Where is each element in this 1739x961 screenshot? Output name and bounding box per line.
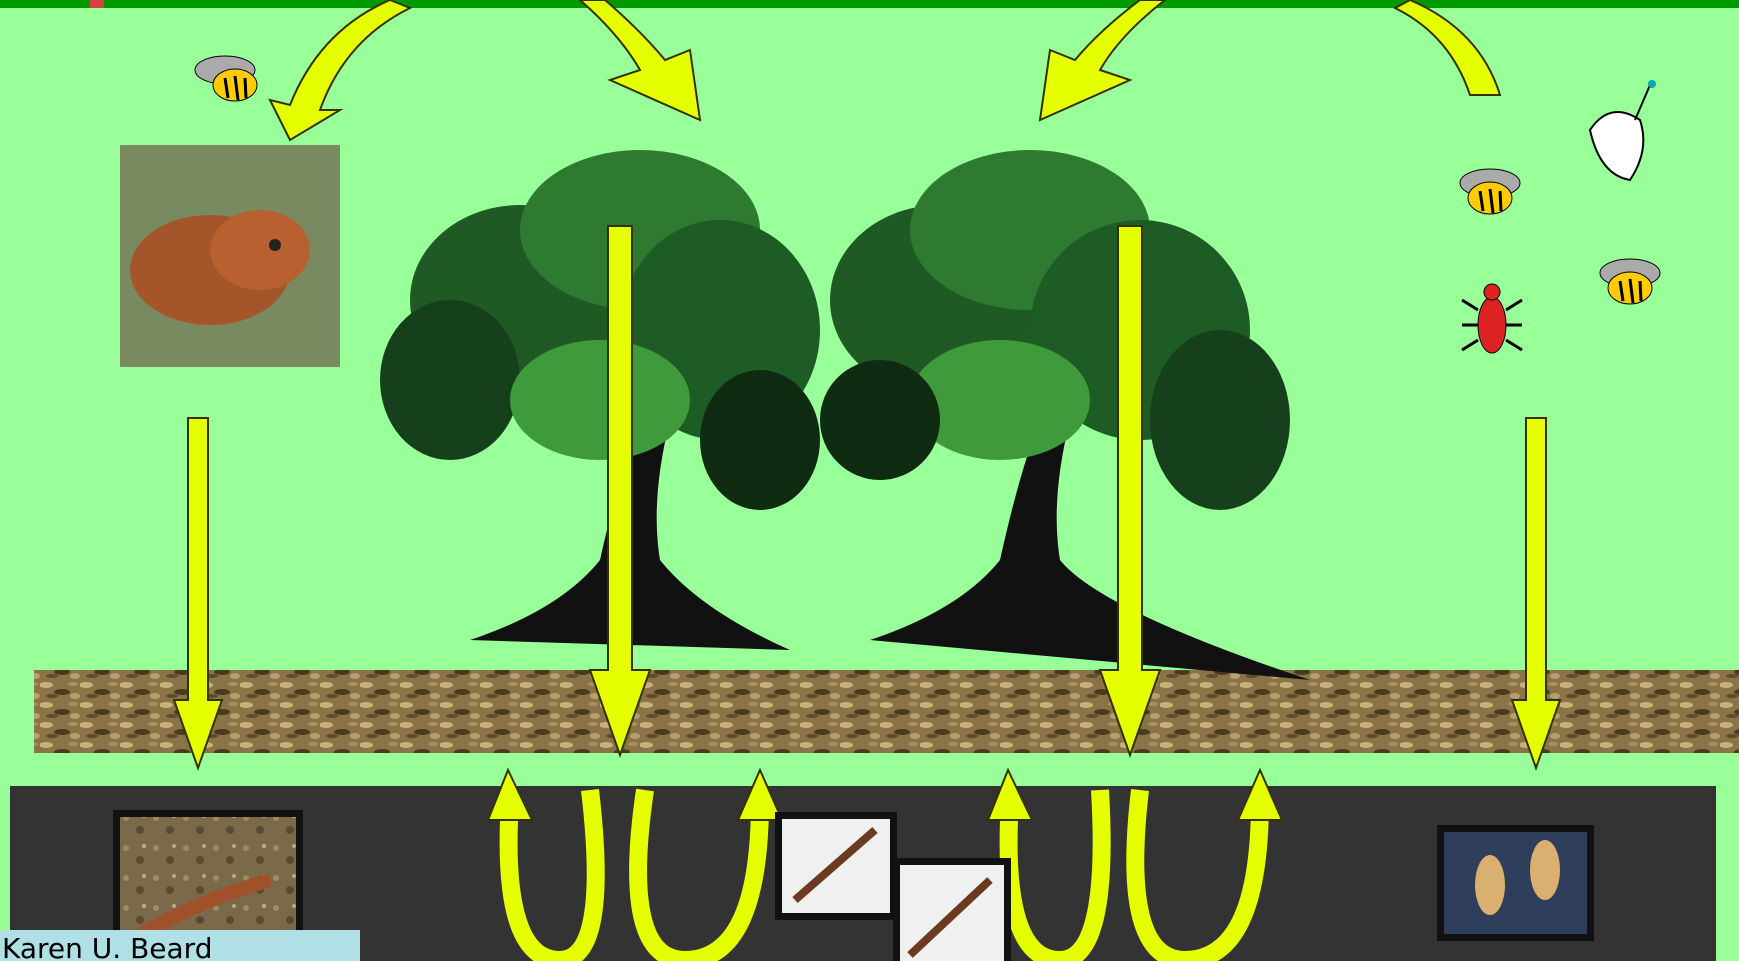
curved-arrow bbox=[270, 0, 410, 140]
moth-icon bbox=[1590, 80, 1656, 180]
leaf-litter bbox=[34, 670, 1739, 753]
curved-arrow bbox=[1040, 0, 1165, 120]
curved-arrow bbox=[1395, 0, 1500, 95]
bee-icon bbox=[1600, 259, 1660, 304]
pseudoscorpion-photo bbox=[1437, 825, 1594, 941]
earwig-photo bbox=[775, 812, 897, 920]
bee-icon bbox=[195, 56, 257, 101]
tree-icon bbox=[380, 150, 820, 650]
corner-mark bbox=[90, 0, 104, 8]
bee-icon bbox=[1460, 169, 1520, 214]
curved-arrow bbox=[580, 0, 700, 120]
down-arrow bbox=[174, 418, 222, 768]
frog-photo bbox=[120, 145, 340, 367]
down-arrow bbox=[1512, 418, 1560, 768]
photo-credit: Karen U. Beard bbox=[0, 930, 360, 961]
top-bar bbox=[0, 0, 1739, 8]
mite-icon bbox=[1462, 284, 1522, 353]
earwig-photo bbox=[893, 858, 1011, 961]
tree-icon bbox=[820, 150, 1310, 680]
